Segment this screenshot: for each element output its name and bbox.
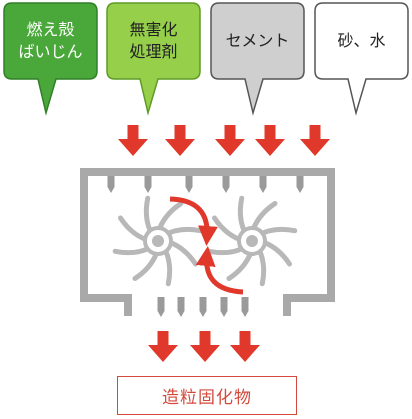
- product-label: 造粒固化物: [162, 388, 252, 408]
- input-arrows: [118, 125, 330, 156]
- input-label-line: セメント: [225, 31, 290, 50]
- nozzle-icon: [222, 176, 230, 193]
- down-arrow-icon: [118, 125, 148, 156]
- down-arrow-icon: [230, 331, 260, 362]
- input-label-line: ばいじん: [18, 42, 83, 61]
- nozzle-icon: [220, 297, 228, 317]
- mixer-housing: [80, 168, 335, 316]
- down-arrow-icon: [255, 125, 285, 156]
- input-label-line: 燃え殻: [26, 20, 75, 39]
- down-arrow-icon: [190, 331, 220, 362]
- rotation-arrow-icon: [195, 246, 244, 295]
- nozzles: [107, 176, 304, 317]
- down-arrow-icon: [148, 331, 178, 362]
- rotation-arrows: [169, 196, 244, 295]
- nozzle-icon: [296, 176, 304, 193]
- output-arrows: [148, 331, 260, 362]
- input-bubble-3: [314, 2, 409, 116]
- nozzle-icon: [144, 176, 152, 193]
- input-label-1: 無害化処理剤: [107, 3, 200, 79]
- nozzle-icon: [185, 176, 193, 193]
- nozzle-icon: [259, 176, 267, 193]
- nozzle-icon: [107, 176, 115, 193]
- input-bubbles: [3, 2, 409, 116]
- input-bubble-0: [3, 2, 98, 116]
- down-arrow-icon: [300, 125, 330, 156]
- rotors: [112, 195, 298, 287]
- nozzle-icon: [241, 297, 249, 317]
- rotor-icon: [206, 195, 298, 287]
- input-bubble-1: [106, 2, 201, 116]
- input-label-2: セメント: [211, 3, 304, 79]
- down-arrow-icon: [165, 125, 195, 156]
- nozzle-icon: [199, 297, 207, 317]
- nozzle-icon: [177, 297, 185, 317]
- rotation-arrow-icon: [169, 196, 218, 246]
- input-label-3: 砂、水: [315, 3, 408, 79]
- housing-left: [80, 172, 132, 316]
- nozzle-icon: [157, 297, 165, 317]
- input-label-0: 燃え殻ばいじん: [4, 3, 97, 79]
- product-box: 造粒固化物: [117, 376, 297, 415]
- input-label-line: 処理剤: [129, 42, 178, 61]
- housing-right: [283, 172, 335, 316]
- input-label-line: 砂、水: [337, 31, 386, 50]
- rotor-icon: [112, 195, 204, 287]
- input-bubble-2: [210, 2, 305, 116]
- input-label-line: 無害化: [129, 20, 178, 39]
- down-arrow-icon: [215, 125, 245, 156]
